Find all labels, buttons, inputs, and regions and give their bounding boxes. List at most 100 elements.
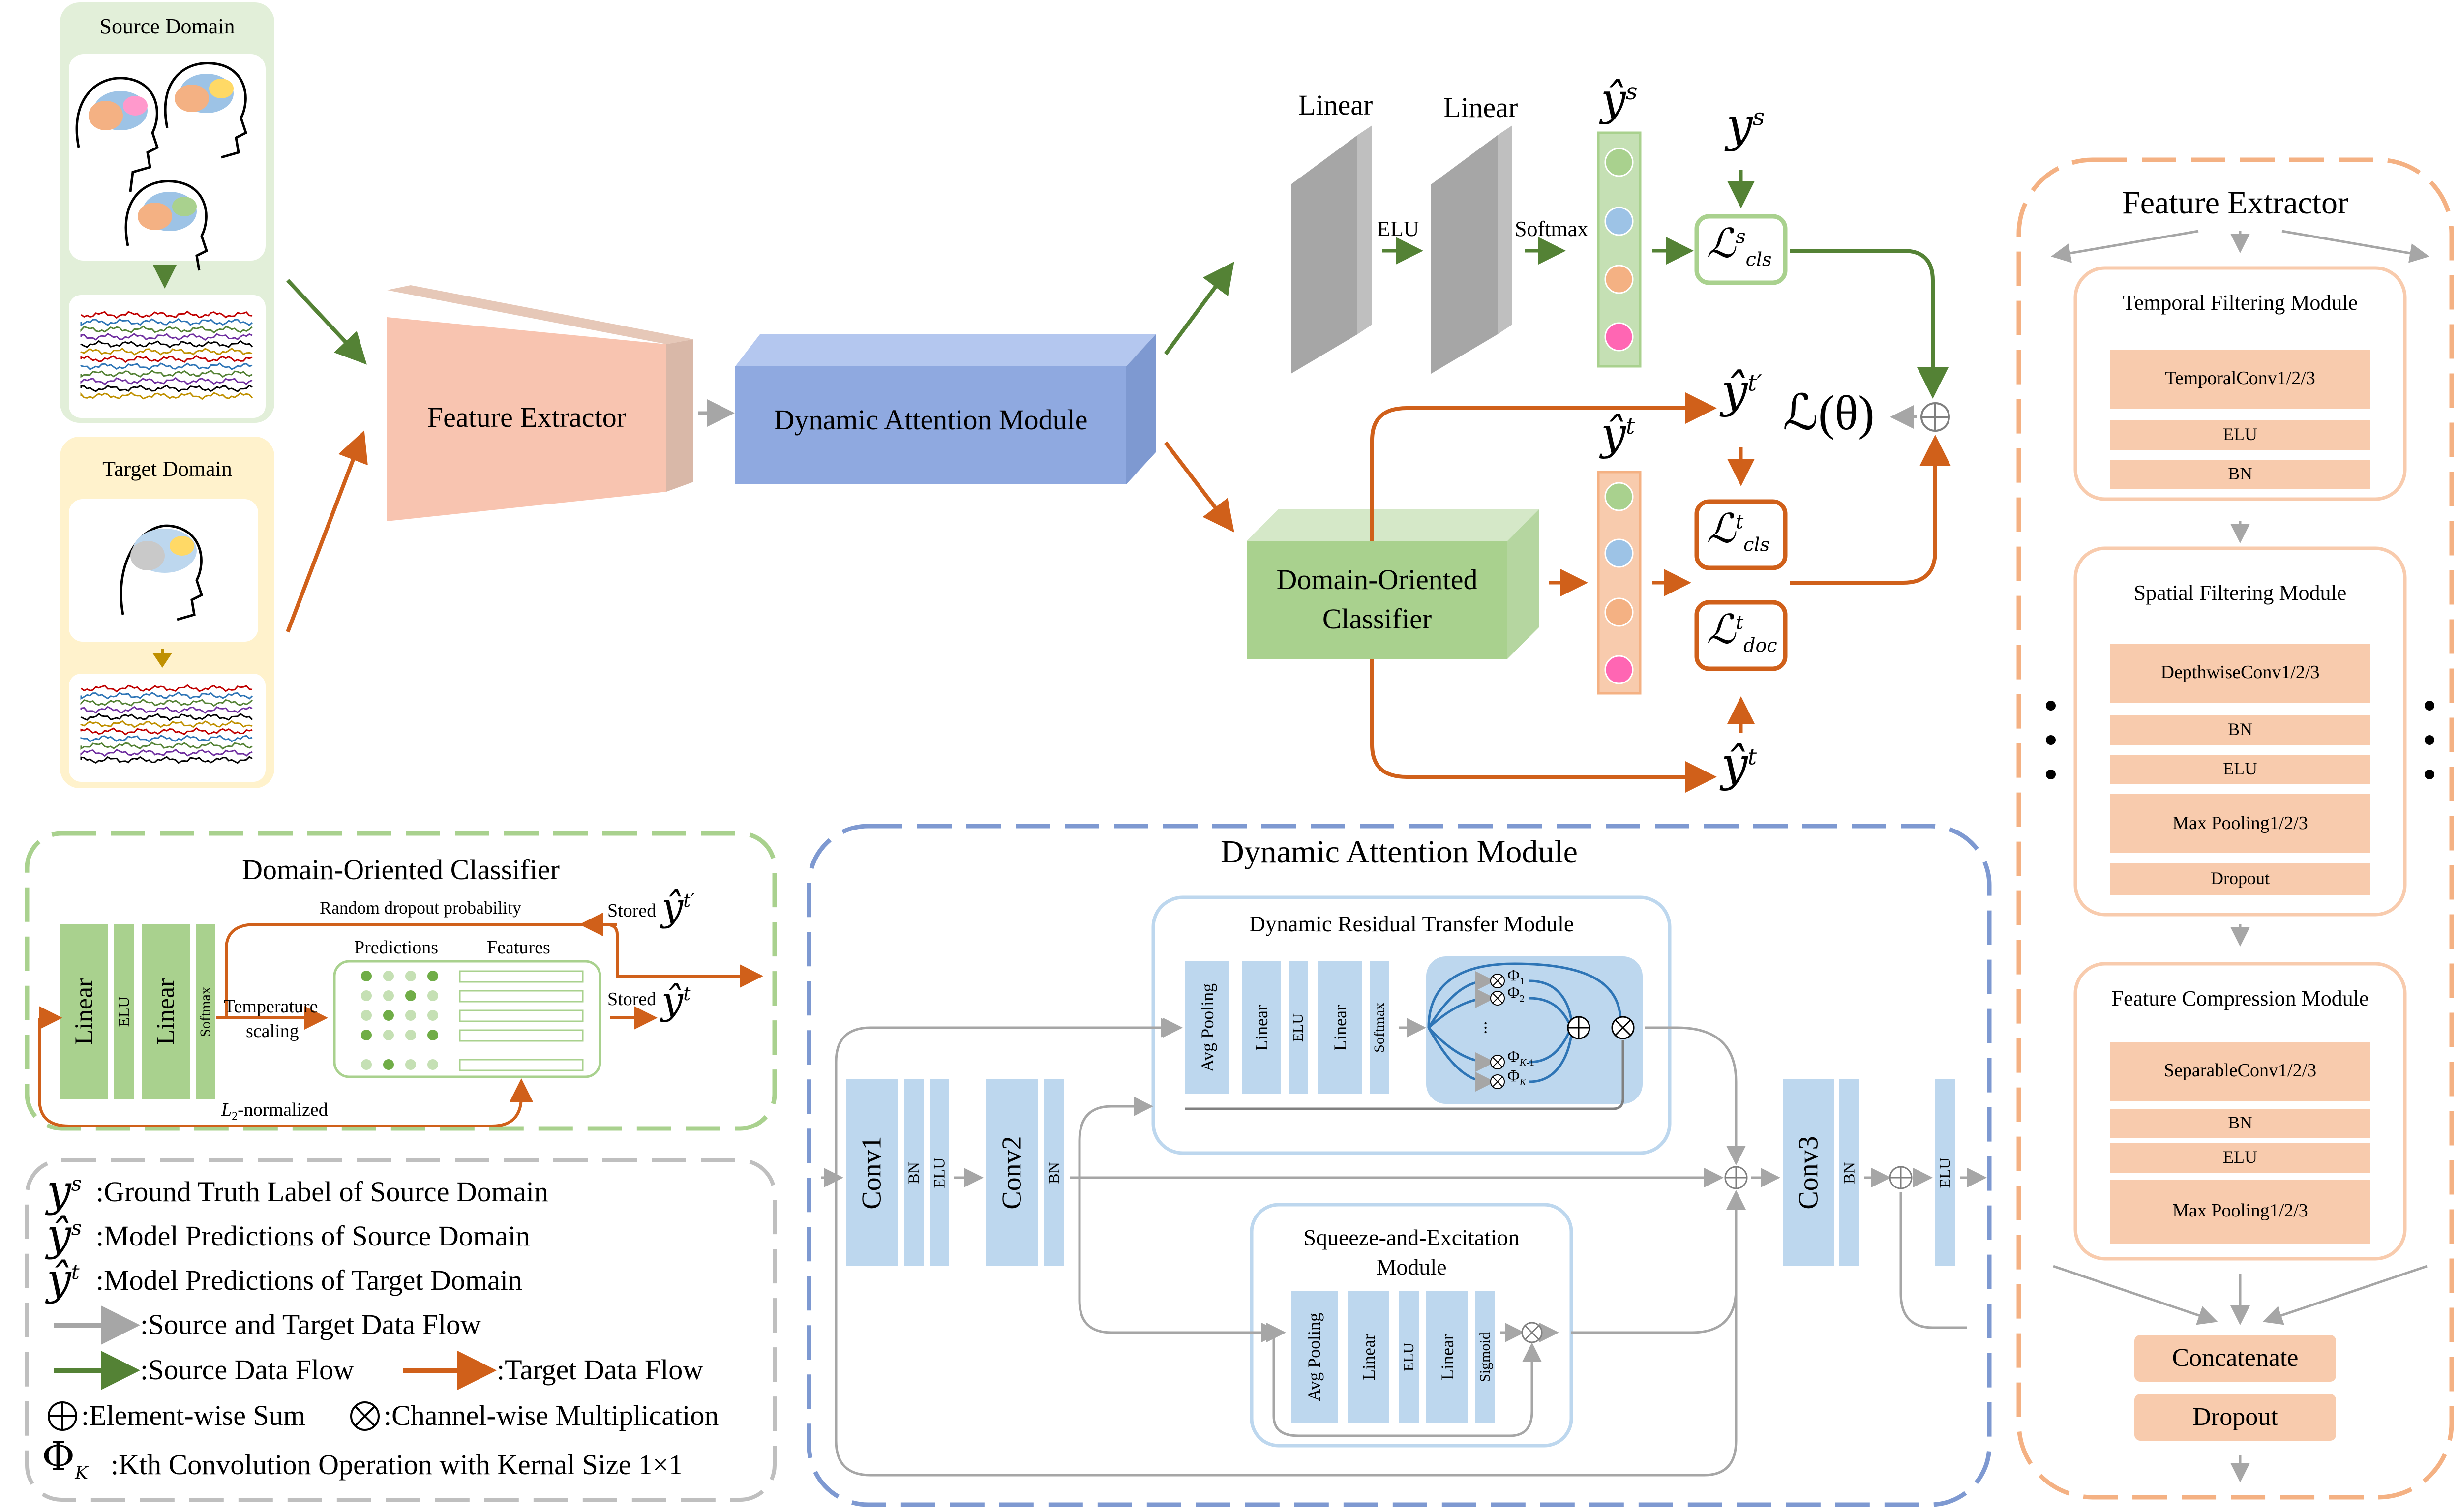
eeg-trace [80,727,253,736]
eeg-signal-icon [80,684,253,764]
prediction-dot [383,1030,394,1040]
predictions-label: Predictions [354,937,438,958]
eeg-trace [80,391,253,400]
prediction-dot [405,990,416,1001]
l2-normalized-label: L2-normalized [221,1099,328,1123]
dam-panel-title: Dynamic Attention Module [1221,834,1578,870]
spatial-item-1: BN [2227,719,2252,739]
legend-ys-text: :Ground Truth Label of Source Domain [96,1176,548,1208]
linear-label-1: Linear [1298,89,1373,121]
drtm-elu: ELU [1290,1013,1307,1042]
conv1-elu: ELU [930,1157,948,1188]
loss-cls-t-label: ℒtcls [1707,505,1770,556]
se-sigmoid: Sigmoid [1477,1332,1494,1382]
feature-bar [459,1009,584,1022]
prediction-dot [405,1030,416,1040]
stored-label-1: Stored [607,900,657,921]
eeg-trace [80,706,253,714]
legend-source-flow-text: :Source Data Flow [140,1354,354,1386]
brain-head-icon [124,180,209,271]
eeg-trace [80,325,253,334]
se-linear-1: Linear [1358,1334,1379,1380]
source-flow-arrow [1164,262,1234,356]
ys-label: ys [1726,98,1765,152]
phi-k1-label: ΦK-1 [1507,1047,1534,1068]
eeg-trace [80,698,253,707]
compression-item-1: BN [2227,1113,2252,1132]
legend-ys-symbol: ys [47,1165,82,1216]
spatial-module-title: Spatial Filtering Module [2133,581,2347,605]
target-prediction-column [1597,471,1642,695]
prediction-dot [361,971,372,981]
legend-target-flow-text: :Target Data Flow [497,1354,704,1386]
eeg-trace [80,355,253,363]
concatenate-label: Concatenate [2172,1344,2299,1372]
phi-dots: ... [1470,1021,1490,1035]
prediction-dot [361,1010,372,1021]
conv3-bn: BN [1840,1161,1858,1184]
features-label: Features [487,937,550,958]
compression-item-3: Max Pooling1/2/3 [2172,1200,2308,1221]
doc-label-line2: Classifier [1322,603,1432,635]
prediction-dot [405,1010,416,1021]
prediction-dot [427,1030,438,1040]
linear-layer-block [1291,125,1372,374]
eeg-signal-icon [80,310,253,400]
prediction-dot [427,971,438,981]
legend-phi-symbol: ΦK [42,1433,89,1483]
yhat-t-lower-label: ŷt [1721,738,1757,792]
spatial-item-2: ELU [2223,759,2257,778]
eeg-trace [80,712,253,721]
drtm-linear-1: Linear [1252,1005,1271,1051]
dropout-label: Dropout [2192,1403,2278,1431]
doc-softmax: Softmax [197,986,214,1037]
feature-extractor-block [387,285,693,521]
loss-cls-s-label: ℒscls [1707,220,1772,270]
eeg-trace [80,720,253,728]
compression-module-title: Feature Compression Module [2111,986,2369,1010]
eeg-trace [80,362,253,371]
loss-doc-t-label: ℒtdoc [1707,606,1777,656]
eeg-trace [80,318,253,326]
conv3-block: Conv3 [1793,1136,1824,1210]
final-elu: ELU [1936,1157,1954,1188]
feature-bar [459,990,584,1003]
feature-bar [459,1059,584,1071]
se-linear-2: Linear [1437,1334,1457,1380]
target-domain-panel [60,437,274,788]
drtm-inner [1185,962,1624,1110]
yhat-t-column-label: ŷt [1601,408,1635,460]
target-flow-arrow [1164,441,1234,533]
brain-head-icon [120,524,204,621]
eeg-trace [80,384,253,393]
spatial-item-3: Max Pooling1/2/3 [2172,813,2308,833]
scaling-label: scaling [246,1021,299,1041]
source-flow-arrow [286,279,367,365]
eeg-trace [80,333,253,341]
drtm-title: Dynamic Residual Transfer Module [1249,911,1574,936]
se-title-line1: Squeeze-and-Excitation [1303,1225,1520,1250]
prediction-dot [427,1010,438,1021]
dam-blocks [846,961,1955,1423]
yhat-t-upper-label: ŷt′ [1721,364,1762,418]
temporal-item-0: TemporalConv1/2/3 [2165,368,2315,388]
conv2-bn: BN [1045,1161,1063,1184]
doc-panel-title: Domain-Oriented Classifier [242,854,560,886]
spatial-item-4: Dropout [2211,868,2270,888]
doc-elu: ELU [115,996,133,1027]
doc-yhat-t: ŷt [661,978,691,1023]
prediction-dot [405,971,416,981]
feature-extractor-panel [2016,157,2454,1500]
se-title-line2: Module [1376,1254,1447,1279]
conv2-block: Conv2 [996,1136,1027,1210]
eeg-trace [81,684,253,693]
prediction-dot [383,990,394,1001]
doc-yhat-t-prime: ŷt′ [661,885,695,929]
total-loss-label: ℒ(θ) [1783,385,1875,440]
sum-icon [1920,402,1950,432]
doc-linear-1: Linear [70,978,98,1045]
eeg-trace [81,310,253,319]
legend-yhat-t-symbol: ŷt [47,1254,80,1304]
yhat-s-label: ŷs [1601,74,1638,125]
